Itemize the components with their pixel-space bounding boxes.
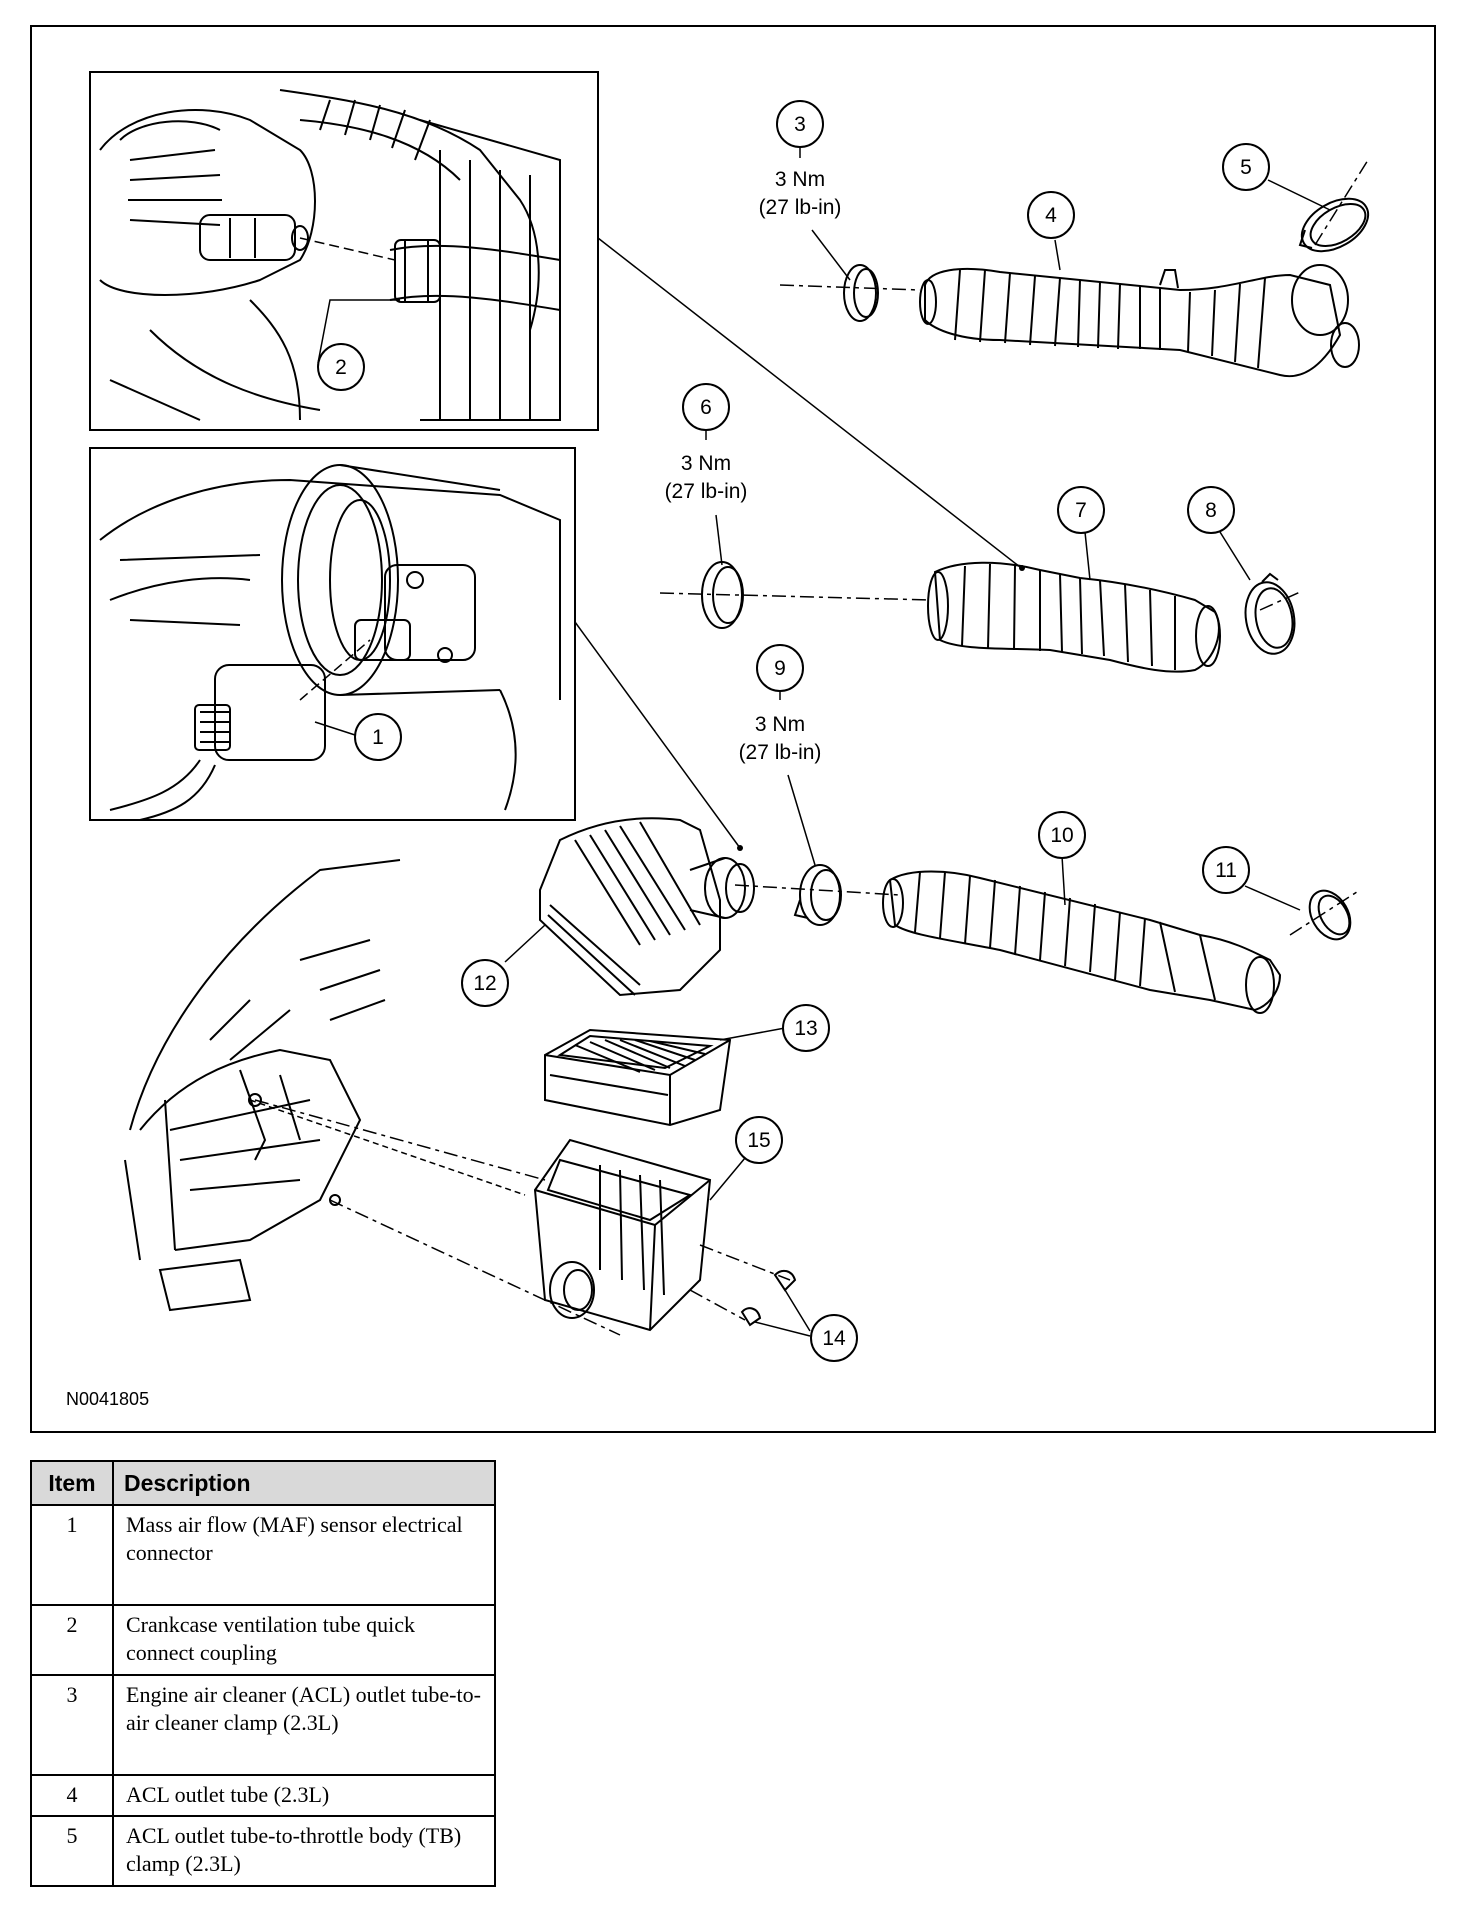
svg-text:7: 7 <box>1075 499 1087 522</box>
callout-7: 7 <box>1057 486 1105 534</box>
callout-6: 6 <box>682 383 730 431</box>
lower-air-cleaner-housing <box>124 859 797 1336</box>
svg-text:3 Nm: 3 Nm <box>681 452 731 475</box>
callout-14: 14 <box>810 1314 858 1362</box>
item-description: Mass air flow (MAF) sensor electrical co… <box>112 1504 496 1606</box>
callout-12: 12 <box>461 959 509 1007</box>
callout-5: 5 <box>1222 143 1270 191</box>
exploded-view-diagram: 1 2 3 4 5 6 7 8 9 10 11 12 <box>66 71 1370 1409</box>
svg-text:1: 1 <box>372 726 384 749</box>
svg-text:(27 lb-in): (27 lb-in) <box>665 480 748 503</box>
legend-header-row: Item Description <box>30 1460 496 1506</box>
item-number: 1 <box>30 1504 114 1606</box>
air-filter-element <box>544 1028 732 1127</box>
inset-maf-connector <box>89 447 576 821</box>
svg-text:(27 lb-in): (27 lb-in) <box>739 741 822 764</box>
table-row: 5 ACL outlet tube-to-throttle body (TB) … <box>30 1815 496 1887</box>
item-number: 3 <box>30 1674 114 1776</box>
callout-8: 8 <box>1187 486 1235 534</box>
diagram-frame <box>30 25 1436 1433</box>
figure-reference-code: N0041805 <box>66 1389 149 1409</box>
item-description: Engine air cleaner (ACL) outlet tube-to-… <box>112 1674 496 1776</box>
air-cleaner-housing-assembly <box>539 817 1361 1014</box>
table-row: 1 Mass air flow (MAF) sensor electrical … <box>30 1504 496 1606</box>
svg-text:3: 3 <box>794 113 806 136</box>
svg-text:2: 2 <box>335 356 347 379</box>
svg-text:4: 4 <box>1045 204 1057 227</box>
svg-text:11: 11 <box>1215 859 1237 882</box>
description-column-header: Description <box>112 1460 496 1506</box>
callout-leaders <box>314 146 1331 1337</box>
callout-4: 4 <box>1027 191 1075 239</box>
item-number: 4 <box>30 1774 114 1817</box>
callout-15: 15 <box>735 1116 783 1164</box>
table-row: 3 Engine air cleaner (ACL) outlet tube-t… <box>30 1674 496 1776</box>
svg-text:6: 6 <box>700 396 712 419</box>
svg-text:15: 15 <box>747 1129 770 1152</box>
item-description: ACL outlet tube (2.3L) <box>112 1774 496 1817</box>
svg-text:12: 12 <box>473 972 496 995</box>
table-row: 4 ACL outlet tube (2.3L) <box>30 1774 496 1817</box>
item-column-header: Item <box>30 1460 114 1506</box>
acl-outlet-tube-assembly-2-3l <box>779 159 1370 378</box>
callout-11: 11 <box>1202 846 1250 894</box>
torque-spec-item-3: 3 Nm (27 lb-in) <box>759 168 842 219</box>
svg-text:(27 lb-in): (27 lb-in) <box>759 196 842 219</box>
air-cleaner-outlet-tube-assembly <box>659 561 1301 673</box>
svg-text:10: 10 <box>1050 824 1073 847</box>
torque-spec-item-9: 3 Nm (27 lb-in) <box>739 713 822 764</box>
callout-13: 13 <box>782 1004 830 1052</box>
svg-text:9: 9 <box>774 657 786 680</box>
callout-2: 2 <box>317 343 365 391</box>
svg-text:5: 5 <box>1240 156 1252 179</box>
callout-3: 3 <box>776 100 824 148</box>
item-number: 2 <box>30 1604 114 1676</box>
callout-10: 10 <box>1038 811 1086 859</box>
svg-text:13: 13 <box>794 1017 817 1040</box>
callout-1: 1 <box>354 713 402 761</box>
item-number: 5 <box>30 1815 114 1887</box>
svg-text:8: 8 <box>1205 499 1217 522</box>
svg-text:14: 14 <box>822 1327 846 1350</box>
legend-table: Item Description 1 Mass air flow (MAF) s… <box>30 1460 496 1887</box>
item-description: ACL outlet tube-to-throttle body (TB) cl… <box>112 1815 496 1887</box>
callout-9: 9 <box>756 644 804 692</box>
table-row: 2 Crankcase ventilation tube quick conne… <box>30 1604 496 1676</box>
torque-spec-item-6: 3 Nm (27 lb-in) <box>665 452 748 503</box>
svg-text:3 Nm: 3 Nm <box>755 713 805 736</box>
item-description: Crankcase ventilation tube quick connect… <box>112 1604 496 1676</box>
svg-text:3 Nm: 3 Nm <box>775 168 825 191</box>
